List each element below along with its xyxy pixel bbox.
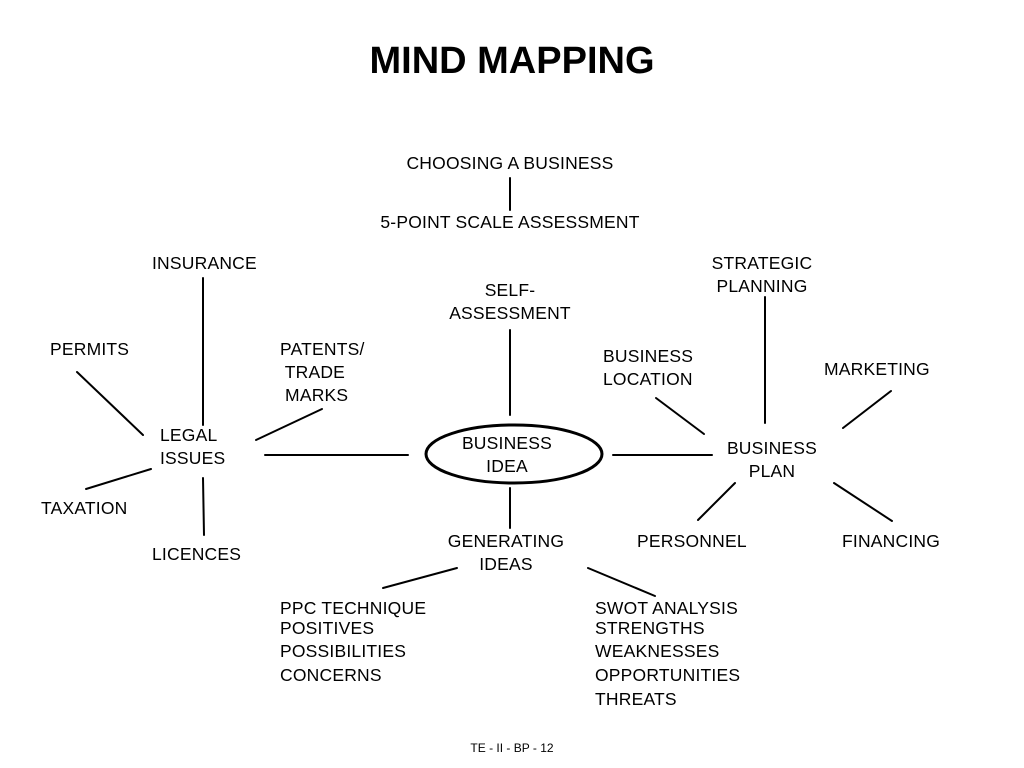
node-permits: PERMITS <box>50 339 130 359</box>
node-swot-analysis: SWOT ANALYSIS <box>595 598 738 618</box>
node-insurance: INSURANCE <box>152 253 257 273</box>
list-item-opportunities: OPPORTUNITIES <box>595 665 741 685</box>
node-marketing: MARKETING <box>824 359 930 379</box>
node-choosing-a-business: CHOOSING A BUSINESS <box>406 153 614 173</box>
list-item-concerns: CONCERNS <box>280 665 382 685</box>
connector-plan-to-personnel <box>697 482 736 521</box>
slide-footer: TE - II - BP - 12 <box>470 741 554 755</box>
node-patents-trade-marks: PATENTS/ TRADE MARKS <box>280 339 365 405</box>
list-item-threats: THREATS <box>595 689 677 709</box>
business-idea-ellipse <box>424 423 604 485</box>
node-self-assessment: SELF- ASSESSMENT <box>449 280 571 323</box>
connector-legal-to-patents <box>255 408 323 441</box>
node-business-plan: BUSINESS PLAN <box>726 438 818 481</box>
node-personnel: PERSONNEL <box>637 531 747 551</box>
node-taxation: TAXATION <box>41 498 128 518</box>
node-strategic-planning: STRATEGIC PLANNING <box>711 253 813 296</box>
connector-generating-to-ppc <box>382 567 458 589</box>
connector-legal-to-licences <box>202 477 205 536</box>
node-legal-issues: LEGAL ISSUES <box>160 425 226 468</box>
list-item-positives: POSITIVES <box>280 618 375 638</box>
node-licences: LICENCES <box>152 544 242 564</box>
connector-plan-to-location <box>655 397 705 435</box>
node-ppc-technique: PPC TECHNIQUE <box>280 598 427 618</box>
list-item-weaknesses: WEAKNESSES <box>595 641 720 661</box>
page-title: MIND MAPPING <box>369 40 655 82</box>
node-5-point-scale-assessment: 5-POINT SCALE ASSESSMENT <box>380 212 640 232</box>
node-generating-ideas: GENERATING IDEAS <box>447 531 565 574</box>
node-financing: FINANCING <box>842 531 941 551</box>
list-item-possibilities: POSSIBILITIES <box>280 641 407 661</box>
connector-legal-to-taxation <box>85 468 152 490</box>
connector-plan-to-marketing <box>842 390 892 429</box>
connector-generating-to-swot <box>587 567 656 597</box>
connector-legal-to-permits <box>76 371 144 436</box>
node-business-idea: BUSINESS IDEA <box>461 433 553 476</box>
list-item-strengths: STRENGTHS <box>595 618 705 638</box>
node-business-location: BUSINESS LOCATION <box>603 346 694 389</box>
connector-plan-to-financing <box>833 482 893 522</box>
